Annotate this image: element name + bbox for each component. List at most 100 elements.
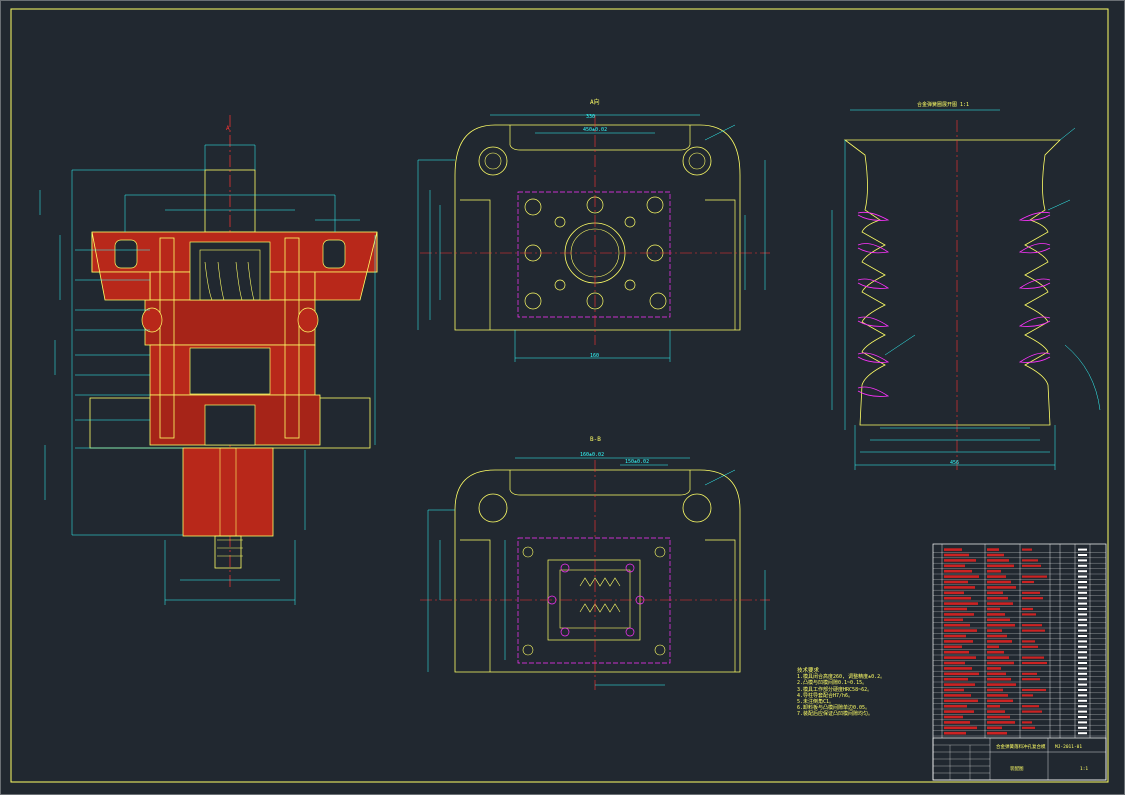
parts-row-note <box>1022 629 1045 632</box>
parts-row-qty <box>1078 683 1087 686</box>
parts-row-qty <box>1078 559 1087 562</box>
parts-row-note <box>1022 548 1032 551</box>
parts-row-material <box>987 586 1016 589</box>
parts-row-material <box>987 672 1006 676</box>
note-item: 3.模具工作部分硬度HRC58~62。 <box>797 686 873 693</box>
parts-row-name <box>944 564 965 568</box>
parts-row-note <box>1022 656 1044 659</box>
parts-row-material <box>987 575 1006 578</box>
parts-row-qty <box>1078 554 1087 556</box>
parts-row-material <box>987 553 1004 557</box>
parts-row-name <box>944 640 973 643</box>
top-inner-dim: 450±0.02 <box>583 127 607 133</box>
bottom-width-dim: 160±0.02 <box>580 452 604 458</box>
parts-row-qty <box>1078 732 1087 735</box>
parts-row-note <box>1022 640 1035 643</box>
parts-row-note <box>1022 624 1042 627</box>
parts-row-qty <box>1078 586 1087 589</box>
parts-row-material <box>987 694 1008 697</box>
note-item: 7.装配后应保证凸凹模间隙均匀。 <box>797 711 874 718</box>
note-item: 5.未注倒角C1。 <box>797 699 835 706</box>
parts-row-note <box>1022 564 1041 567</box>
parts-row-material <box>987 699 1013 703</box>
parts-row-name <box>944 623 970 627</box>
parts-row-note <box>1022 661 1047 665</box>
parts-row-name <box>944 613 974 616</box>
parts-row-qty <box>1078 699 1087 702</box>
parts-row-name <box>944 618 963 622</box>
parts-rows <box>933 548 1106 737</box>
parts-row-name <box>944 586 975 589</box>
parts-row-note <box>1022 694 1033 697</box>
top-view-label: A向 <box>590 98 600 106</box>
parts-row-material <box>987 640 1012 643</box>
parts-row-qty <box>1078 548 1087 551</box>
parts-row-qty <box>1078 608 1087 610</box>
top-plan-view: A向 330 450±0.02 160 <box>417 98 770 362</box>
parts-row-material <box>987 677 1011 681</box>
parts-row-name <box>944 710 974 713</box>
parts-row-material <box>987 731 1007 735</box>
parts-row-qty <box>1078 597 1087 600</box>
parts-row-name <box>944 650 969 654</box>
parts-row-qty <box>1078 710 1087 713</box>
spring-caption: 合金弹簧圈展开图 1:1 <box>917 101 969 108</box>
spring-development-view: 合金弹簧圈展开图 1:1 456 <box>831 101 1101 470</box>
parts-row-material <box>987 704 1000 708</box>
parts-row-material <box>987 596 1008 600</box>
parts-row-name <box>944 677 968 681</box>
parts-row-note <box>1022 575 1047 578</box>
parts-row-qty <box>1078 689 1087 691</box>
parts-row-qty <box>1078 721 1087 724</box>
parts-row-name <box>944 575 979 578</box>
parts-row-material <box>987 602 1013 605</box>
parts-row-qty <box>1078 618 1087 621</box>
parts-row-qty <box>1078 645 1087 648</box>
parts-row-qty <box>1078 591 1087 594</box>
parts-row-name <box>944 694 971 697</box>
parts-row-material <box>987 618 1010 622</box>
parts-row-material <box>987 559 1009 562</box>
parts-row-name <box>944 731 966 735</box>
outer-border <box>10 8 1109 783</box>
parts-row-name <box>944 656 976 659</box>
parts-row-name <box>944 634 966 638</box>
parts-row-name <box>944 548 962 551</box>
parts-row-note <box>1022 710 1042 713</box>
parts-row-note <box>1022 678 1040 681</box>
top-width-dim: 330 <box>586 114 595 120</box>
parts-row-material <box>987 564 1014 568</box>
drawing-number: MJ-2011-01 <box>1055 744 1082 750</box>
parts-row-name <box>944 672 979 676</box>
note-item: 2.凸模与凹模间隙0.1~0.15。 <box>797 680 868 687</box>
parts-row-name <box>944 580 968 584</box>
parts-row-qty <box>1078 640 1087 643</box>
parts-row-material <box>987 629 1002 632</box>
parts-row-note <box>1022 559 1038 562</box>
parts-row-material <box>987 661 1014 665</box>
parts-row-name <box>944 704 967 708</box>
parts-row-material <box>987 580 1011 584</box>
parts-row-name <box>944 661 965 665</box>
bottom-view-label: B-B <box>590 436 601 443</box>
note-item: 4.导柱导套配合H7/h6。 <box>797 692 854 699</box>
parts-row-material <box>987 667 1001 670</box>
parts-row-name <box>944 553 969 557</box>
parts-row-material <box>987 683 1016 686</box>
parts-row-qty <box>1078 726 1087 729</box>
parts-row-note <box>1022 580 1034 584</box>
parts-row-name <box>944 559 976 562</box>
top-bottom-dim: 160 <box>590 353 599 359</box>
parts-row-qty <box>1078 624 1087 627</box>
parts-row-note <box>1022 591 1040 594</box>
parts-row-qty <box>1078 672 1087 675</box>
parts-row-material <box>987 591 1003 595</box>
parts-row-material <box>987 613 1005 616</box>
parts-row-name <box>944 629 977 632</box>
parts-row-qty <box>1078 635 1087 637</box>
parts-row-qty <box>1078 564 1087 567</box>
parts-row-material <box>987 569 1001 573</box>
parts-row-note <box>1022 721 1032 724</box>
parts-row-qty <box>1078 705 1087 708</box>
